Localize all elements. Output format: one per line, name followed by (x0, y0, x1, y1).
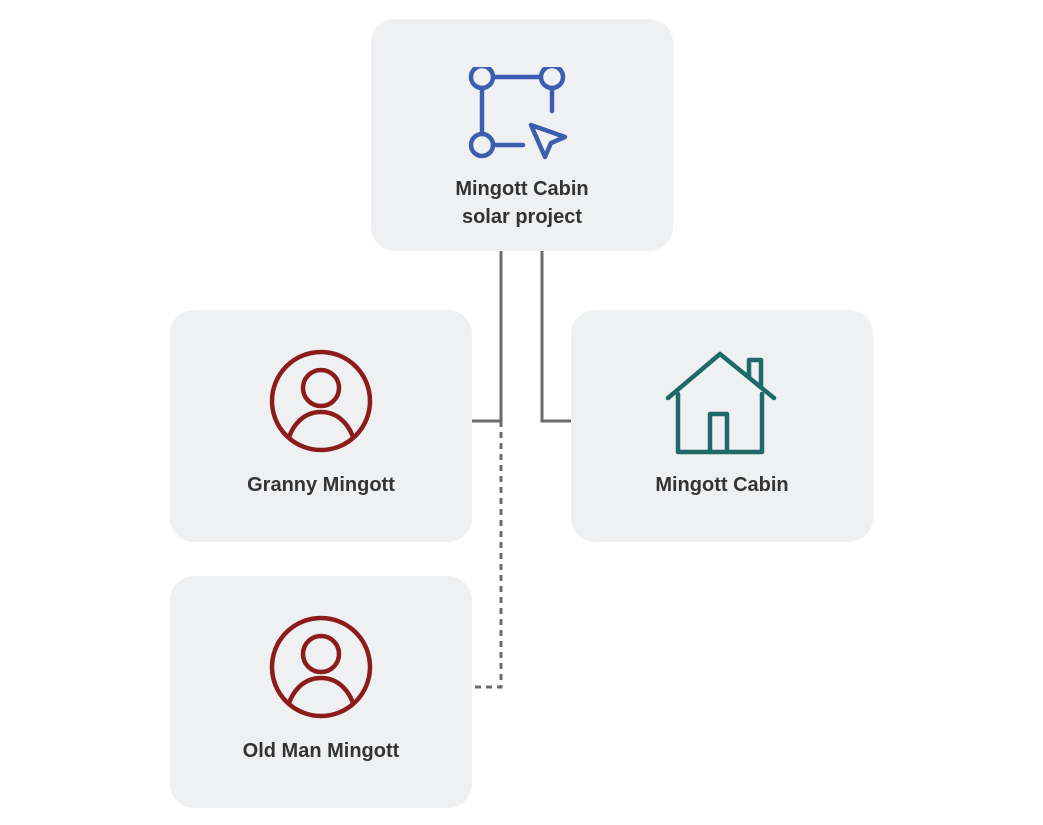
edge-project-granny (472, 251, 503, 423)
node-mingott-cabin-solar-project[interactable]: Mingott Cabin solar project (371, 19, 673, 251)
person-circle-icon (268, 614, 374, 725)
node-label: Granny Mingott (247, 474, 395, 496)
node-label: Mingott Cabin solar project (371, 175, 673, 231)
node-granny-mingott[interactable]: Granny Mingott (170, 310, 472, 542)
edge-project-oldman (472, 421, 503, 689)
house-icon (664, 350, 780, 461)
node-label: Old Man Mingott (242, 740, 400, 762)
node-label: Mingott Cabin (655, 474, 789, 496)
node-mingott-cabin[interactable]: Mingott Cabin (571, 310, 873, 542)
project-selection-icon (467, 63, 577, 172)
person-circle-icon (268, 348, 374, 459)
node-old-man-mingott[interactable]: Old Man Mingott (170, 576, 472, 808)
edge-project-cabin (540, 251, 571, 423)
node-label-line1: Mingott Cabin (455, 178, 589, 200)
node-label-line2: solar project (461, 206, 583, 228)
